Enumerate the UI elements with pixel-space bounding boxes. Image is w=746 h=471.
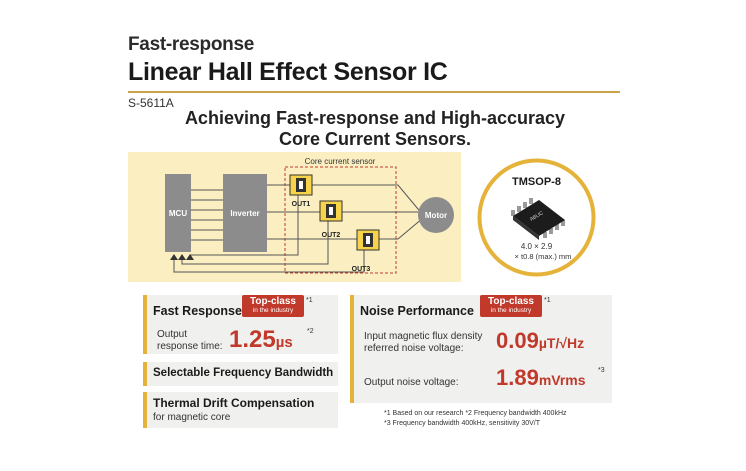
thermal-drift-card: Thermal Drift Compensation for magnetic … [143,392,338,428]
output-noise-unit: mVrms [538,372,586,388]
output-noise-label: Output noise voltage: [364,377,459,388]
top-class-badge: Top-class in the industry [242,295,304,317]
chip-icon [511,198,565,240]
fast-response-title: Fast Response [153,304,242,318]
badge-main: Top-class [250,296,296,307]
package-badge: TMSOP-8 ABLIC 4.0 × 2.9 × t0.8 (max.) mm [477,158,596,277]
mcu-block [165,174,191,252]
freq-bandwidth-card: Selectable Frequency Bandwidth [143,362,338,386]
title-divider [128,91,620,93]
block-diagram: Core current sensor MCU Inverter OUT1 [128,152,461,282]
headline-line-1: Achieving Fast-response and High-accurac… [184,108,566,128]
model-number: S-5611A [128,96,174,110]
out2-label: OUT2 [322,232,341,239]
thermal-drift-title: Thermal Drift Compensation [153,396,315,410]
package-dims-1: 4.0 × 2.9 [521,242,553,251]
card-accent [143,362,147,386]
card-accent [350,295,354,403]
sensor-group-label: Core current sensor [305,157,376,166]
package-dims-2: × t0.8 (max.) mm [515,252,572,261]
fast-response-card: Fast Response Top-class in the industry … [143,295,338,354]
output-noise-number: 1.89 [496,365,539,390]
output-noise-note: *3 [598,367,605,374]
motor-label: Motor [425,211,447,220]
sensor-group-box [284,166,397,274]
noise-performance-title: Noise Performance [360,304,474,318]
noise-performance-card: Noise Performance Top-class in the indus… [350,295,612,403]
top-class-badge: Top-class in the industry [480,295,542,317]
sensor-core-1 [289,174,313,196]
package-name: TMSOP-8 [512,176,561,188]
sensor-core-3 [356,229,380,251]
sensor-core-2 [319,200,343,222]
feedback-arrows [170,254,194,260]
headline: Achieving Fast-response and High-accurac… [150,108,600,150]
badge-sub: in the industry [490,307,532,314]
mcu-label: MCU [169,209,187,218]
response-time-value: 1.25µs [229,326,293,354]
motor-circle [418,197,454,233]
response-time-note: *2 [307,328,314,335]
flux-noise-number: 0.09 [496,328,539,353]
flux-noise-value: 0.09µT/√Hz [496,328,584,354]
output-noise-value: 1.89mVrms [496,365,586,391]
title-line-1: Fast-response [128,34,254,55]
response-time-unit: µs [275,334,293,351]
out3-label: OUT3 [352,266,371,273]
badge-sub: in the industry [252,307,294,314]
flux-noise-label-1: Input magnetic flux density [364,331,483,342]
badge-note: *1 [544,297,551,304]
flux-noise-unit: µT/√Hz [538,335,585,351]
headline-line-2: Core Current Sensors. [278,129,472,149]
badge-main: Top-class [488,296,534,307]
mcu-inverter-wires [191,189,223,241]
inverter-block [223,174,267,252]
footnote-1: *1 Based on our research *2 Frequency ba… [384,410,567,417]
card-accent [143,392,147,428]
title-line-2: Linear Hall Effect Sensor IC [128,58,448,86]
card-accent [143,295,147,354]
footnote-2: *3 Frequency bandwidth 400kHz, sensitivi… [384,420,541,427]
badge-note: *1 [306,297,313,304]
inverter-label: Inverter [230,209,259,218]
flux-noise-label-2: referred noise voltage: [364,343,464,354]
freq-bandwidth-title: Selectable Frequency Bandwidth [153,367,334,379]
response-time-label-2: response time: [157,341,223,352]
thermal-drift-subtitle: for magnetic core [153,412,231,423]
response-time-label-1: Output [157,329,188,340]
response-time-number: 1.25 [229,326,276,353]
out1-label: OUT1 [292,201,311,208]
